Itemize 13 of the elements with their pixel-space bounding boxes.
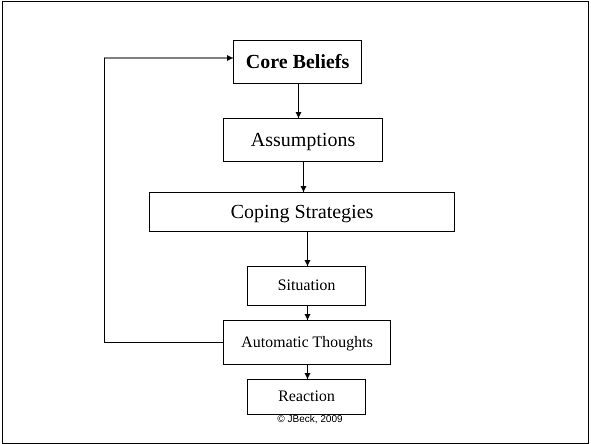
arrow xyxy=(304,306,310,320)
process-box: Situation xyxy=(247,266,366,306)
arrow xyxy=(304,364,310,380)
process-box: Coping Strategies xyxy=(149,192,455,232)
process-box: Assumptions xyxy=(223,118,383,162)
process-box: Reaction xyxy=(247,379,366,415)
arrow xyxy=(304,232,310,266)
arrow xyxy=(300,162,306,192)
arrow xyxy=(296,84,302,118)
copyright-note: © JBeck, 2009 xyxy=(276,414,344,425)
process-box: Core Beliefs xyxy=(233,40,362,84)
arrow xyxy=(104,55,234,343)
process-box: Automatic Thoughts xyxy=(223,320,391,365)
